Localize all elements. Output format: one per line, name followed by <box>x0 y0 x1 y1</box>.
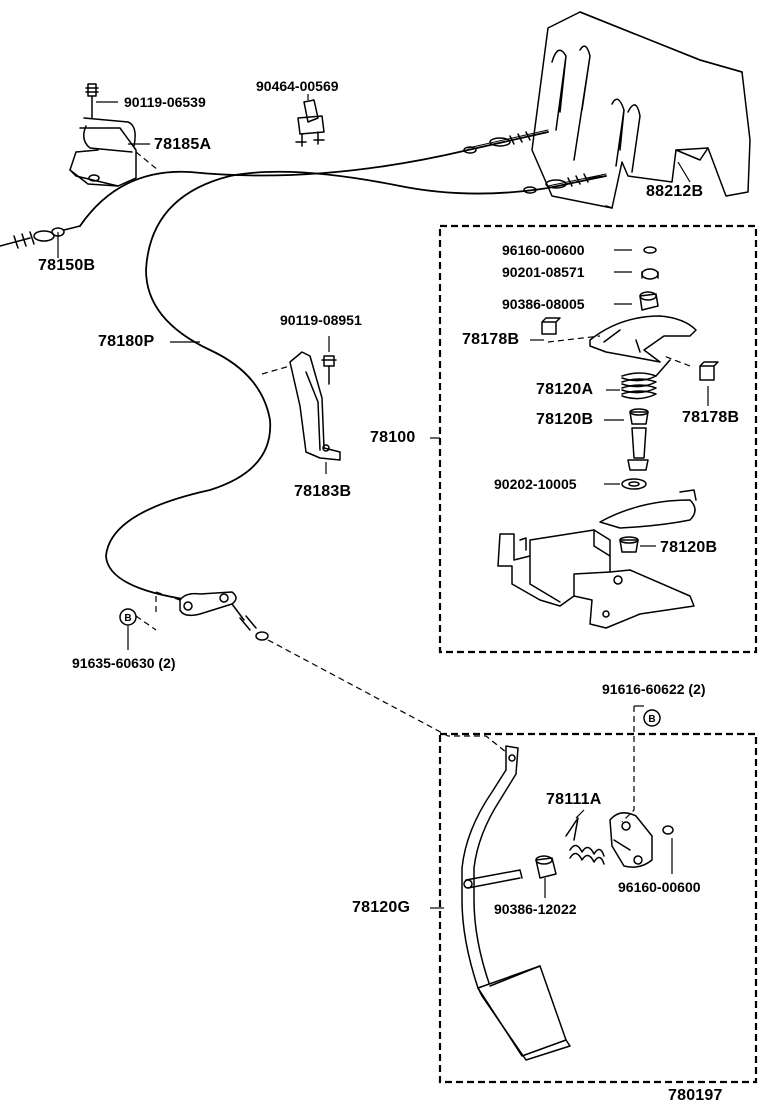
label-78120G: 78120G <box>352 899 411 916</box>
label-91635-60630: 91635-60630 (2) <box>72 655 176 671</box>
label-78180P: 78180P <box>98 333 155 350</box>
label-88212B: 88212B <box>646 183 704 200</box>
cable-fitting-78150B <box>0 225 81 249</box>
bracket-78185A <box>69 83 137 187</box>
label-780197: 780197 <box>668 1087 723 1104</box>
label-96160-00600-top: 96160-00600 <box>502 242 585 258</box>
label-90386-12022: 90386-12022 <box>494 901 577 917</box>
label-78178B-right: 78178B <box>682 409 740 426</box>
label-78120A: 78120A <box>536 381 594 398</box>
label-78185A: 78185A <box>154 136 212 153</box>
accelerator-cover-88212B <box>531 11 751 209</box>
b-marker-letter-1: B <box>124 613 131 624</box>
label-90119-06539: 90119-06539 <box>124 94 206 110</box>
label-78111A: 78111A <box>546 791 602 808</box>
b-marker-letter-2: B <box>648 714 655 725</box>
cable-end-lower <box>523 173 607 194</box>
assembly-78100-parts <box>497 246 719 629</box>
label-90201-08571: 90201-08571 <box>502 264 585 280</box>
cable-end-upper <box>463 131 549 154</box>
b-marker-91635 <box>119 608 137 626</box>
label-78120B-low: 78120B <box>660 539 718 556</box>
label-90202-10005: 90202-10005 <box>494 476 577 492</box>
label-90119-08951: 90119-08951 <box>280 312 362 328</box>
pedal-assembly-box <box>438 732 758 1084</box>
assembly-78100-box <box>438 224 758 654</box>
label-90386-08005: 90386-08005 <box>502 296 585 312</box>
b-marker-91616 <box>643 709 661 727</box>
lower-cable-78180P <box>105 170 607 601</box>
label-96160-00600-bottom: 96160-00600 <box>618 879 701 895</box>
label-91616-60622: 91616-60622 (2) <box>602 681 706 697</box>
label-78150B: 78150B <box>38 257 96 274</box>
label-90464-00569: 90464-00569 <box>256 78 339 94</box>
bracket-78183B <box>289 351 341 461</box>
label-78183B: 78183B <box>294 483 352 500</box>
label-78120B-mid: 78120B <box>536 411 594 428</box>
cable-fitting-lower <box>179 591 269 641</box>
accelerator-pedal-78120G <box>461 745 674 1061</box>
label-78178B-left: 78178B <box>462 331 520 348</box>
label-78100: 78100 <box>370 429 416 446</box>
clip-90464-00569 <box>295 99 325 147</box>
upper-cable <box>79 131 549 227</box>
